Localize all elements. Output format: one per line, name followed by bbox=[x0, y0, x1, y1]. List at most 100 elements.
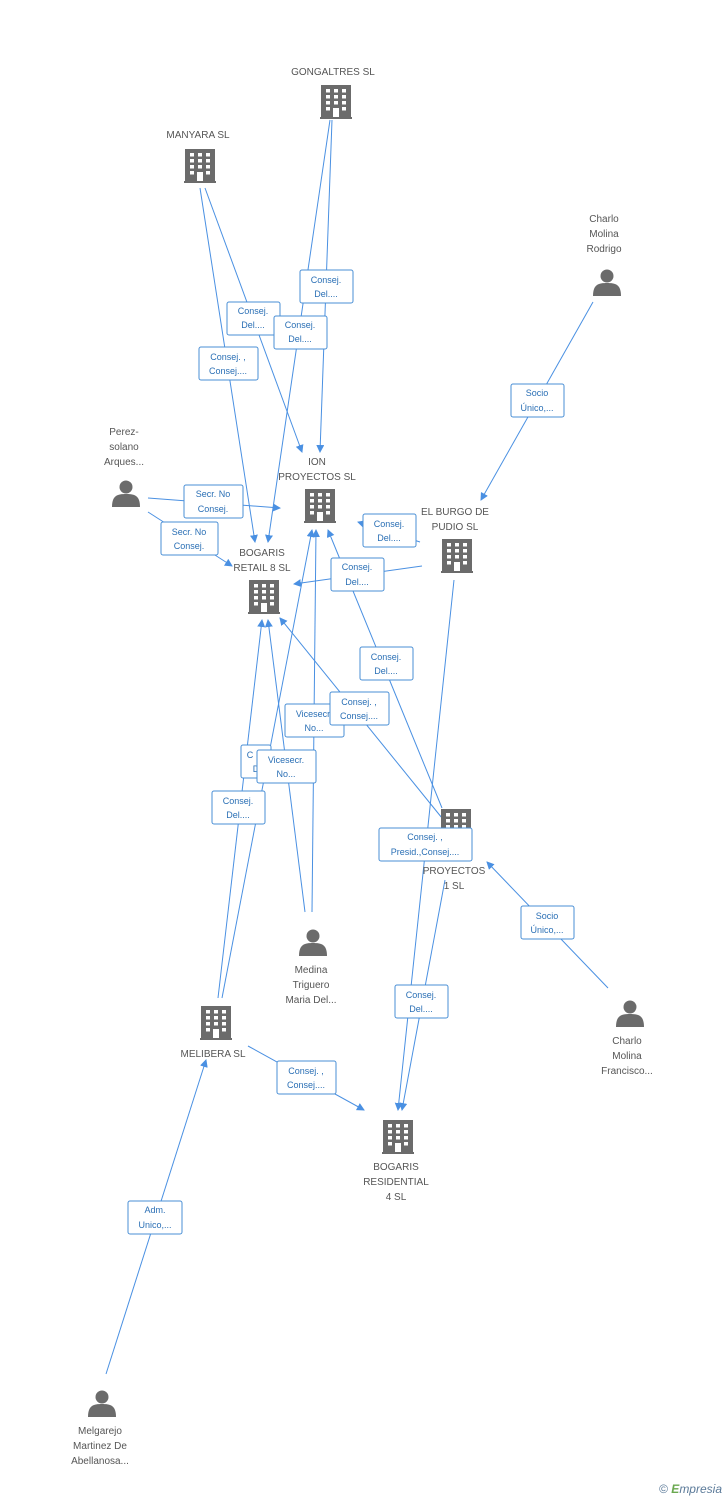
edge-label[interactable]: Vicesecr. No... bbox=[256, 749, 317, 784]
edge-label[interactable]: Consej. Del.... bbox=[299, 269, 354, 304]
edge-label-text: C bbox=[247, 750, 254, 760]
edge-label-text: Del.... bbox=[314, 289, 338, 299]
company-node[interactable]: GONGALTRES SL bbox=[291, 67, 375, 119]
building-icon bbox=[248, 580, 280, 614]
edge-label-text: Del.... bbox=[377, 533, 401, 543]
edge-label[interactable]: Consej. Del.... bbox=[362, 513, 417, 548]
node-label: Molina bbox=[589, 229, 619, 240]
node-label: Rodrigo bbox=[586, 244, 621, 255]
edge-label[interactable]: Vicesecr. No... bbox=[284, 703, 345, 738]
company-node[interactable]: PROYECTOS 1 SL bbox=[423, 809, 486, 892]
edge-labels: Consej. Del.... Consej. Del.... Consej. … bbox=[127, 269, 575, 1235]
edge-label-text: Del.... bbox=[374, 666, 398, 676]
company-node[interactable]: EL BURGO DE PUDIO SL bbox=[421, 507, 489, 573]
node-label: BOGARIS bbox=[373, 1162, 419, 1173]
person-icon bbox=[616, 1000, 644, 1027]
node-label: Maria Del... bbox=[285, 995, 336, 1006]
node-label: MANYARA SL bbox=[166, 130, 230, 141]
edge-label[interactable]: Consej. Del.... bbox=[330, 557, 385, 592]
person-node[interactable]: Charlo Molina Francisco... bbox=[601, 1000, 653, 1078]
edge-label[interactable]: Consej. , Consej.... bbox=[276, 1060, 337, 1095]
node-label: RETAIL 8 SL bbox=[233, 563, 291, 574]
building-icon bbox=[200, 1006, 232, 1040]
edge-label-text: Unico,... bbox=[138, 1220, 171, 1230]
node-label: solano bbox=[109, 442, 139, 453]
edge-label[interactable]: Socio Único,... bbox=[510, 383, 565, 418]
building-icon bbox=[184, 149, 216, 183]
company-node[interactable]: BOGARIS RETAIL 8 SL bbox=[233, 548, 291, 614]
node-label: BOGARIS bbox=[239, 548, 285, 559]
edge-label-text: Del.... bbox=[409, 1004, 433, 1014]
person-node[interactable]: Melgarejo Martinez De Abellanosa... bbox=[71, 1390, 129, 1468]
node-label: Charlo bbox=[589, 214, 619, 225]
edge-label[interactable]: Consej. Del.... bbox=[273, 315, 328, 350]
nodes: GONGALTRES SL MANYARA SL Charlo Molina R… bbox=[71, 67, 653, 1467]
person-node[interactable]: Medina Triguero Maria Del... bbox=[285, 929, 337, 1007]
company-node[interactable]: ION PROYECTOS SL bbox=[278, 457, 356, 523]
node-label: Francisco... bbox=[601, 1066, 653, 1077]
node-label: PROYECTOS SL bbox=[278, 472, 356, 483]
edge-label-text: D bbox=[253, 764, 260, 774]
person-icon bbox=[593, 269, 621, 296]
edge-label[interactable]: Consej. Del.... bbox=[359, 646, 414, 681]
company-node[interactable]: BOGARIS RESIDENTIAL 4 SL bbox=[363, 1120, 429, 1203]
edge-label-text: Consej. bbox=[223, 796, 254, 806]
node-label: EL BURGO DE bbox=[421, 507, 489, 518]
person-icon bbox=[299, 929, 327, 956]
edge-label[interactable]: Consej. Del.... bbox=[211, 790, 266, 825]
watermark: © Empresia bbox=[659, 1482, 722, 1496]
edge-label[interactable]: Consej. Del.... bbox=[394, 984, 449, 1019]
edge-label-text: Vicesecr. bbox=[296, 709, 332, 719]
node-label: Perez- bbox=[109, 427, 138, 438]
building-icon bbox=[382, 1120, 414, 1154]
edge-label[interactable]: Secr. No Consej. bbox=[183, 484, 244, 519]
edge-label[interactable]: Adm. Unico,... bbox=[127, 1200, 183, 1235]
node-label: Abellanosa... bbox=[71, 1456, 129, 1467]
edge-label-text: Consej. bbox=[238, 306, 269, 316]
edge-label-text: Consej. bbox=[371, 652, 402, 662]
node-label: Medina bbox=[295, 965, 328, 976]
edge-label[interactable]: Consej. Del.... bbox=[226, 301, 281, 336]
edge-label[interactable]: Secr. No Consej. bbox=[160, 521, 219, 556]
edge-label-text: Consej. , bbox=[341, 697, 377, 707]
person-node[interactable]: Charlo Molina Rodrigo bbox=[586, 214, 622, 296]
person-node[interactable]: Perez- solano Arques... bbox=[104, 427, 144, 507]
brand-logo-initial: E bbox=[671, 1482, 680, 1496]
node-label: 4 SL bbox=[386, 1192, 407, 1203]
edge-label-text: Presid.,Consej.... bbox=[391, 847, 460, 857]
edge-label-text: Consej. bbox=[374, 519, 405, 529]
node-label: PROYECTOS bbox=[423, 866, 486, 877]
edge-label-text: Consej.... bbox=[287, 1080, 325, 1090]
edge-label-text: No... bbox=[276, 769, 295, 779]
edges bbox=[105, 119, 609, 1375]
edge-label-text: No... bbox=[304, 723, 323, 733]
node-label: 1 SL bbox=[444, 881, 465, 892]
edge-label-text: Secr. No bbox=[196, 489, 231, 499]
node-label: ION bbox=[308, 457, 326, 468]
edge-label-text: Del.... bbox=[226, 810, 250, 820]
edge-label-text: Único,... bbox=[520, 403, 553, 413]
edge-label[interactable]: Socio Único,... bbox=[520, 905, 575, 940]
edge-label-text: Consej. bbox=[285, 320, 316, 330]
edge-label-text: Consej. , bbox=[288, 1066, 324, 1076]
edge-label-text: Consej. bbox=[174, 541, 205, 551]
person-icon bbox=[88, 1390, 116, 1417]
node-label: Charlo bbox=[612, 1036, 642, 1047]
building-icon bbox=[320, 85, 352, 119]
edge-label-text: Consej. bbox=[342, 562, 373, 572]
edge-label-text: Consej. bbox=[198, 504, 229, 514]
company-node[interactable]: MELIBERA SL bbox=[180, 1006, 246, 1060]
brand-logo-text: mpresia bbox=[679, 1482, 722, 1496]
edge-label[interactable]: Consej. , Consej.... bbox=[329, 691, 390, 726]
edge-label[interactable]: Consej. , Presid.,Consej.... bbox=[378, 827, 473, 862]
company-node[interactable]: MANYARA SL bbox=[166, 130, 230, 183]
node-label: RESIDENTIAL bbox=[363, 1177, 429, 1188]
edge-label-text: Del.... bbox=[241, 320, 265, 330]
node-label: Molina bbox=[612, 1051, 642, 1062]
node-label: Arques... bbox=[104, 457, 144, 468]
edge-label[interactable]: Consej. , Consej.... bbox=[198, 346, 259, 381]
edge-label-text: Consej.... bbox=[209, 366, 247, 376]
building-icon bbox=[441, 539, 473, 573]
edge-label-text: Secr. No bbox=[172, 527, 207, 537]
